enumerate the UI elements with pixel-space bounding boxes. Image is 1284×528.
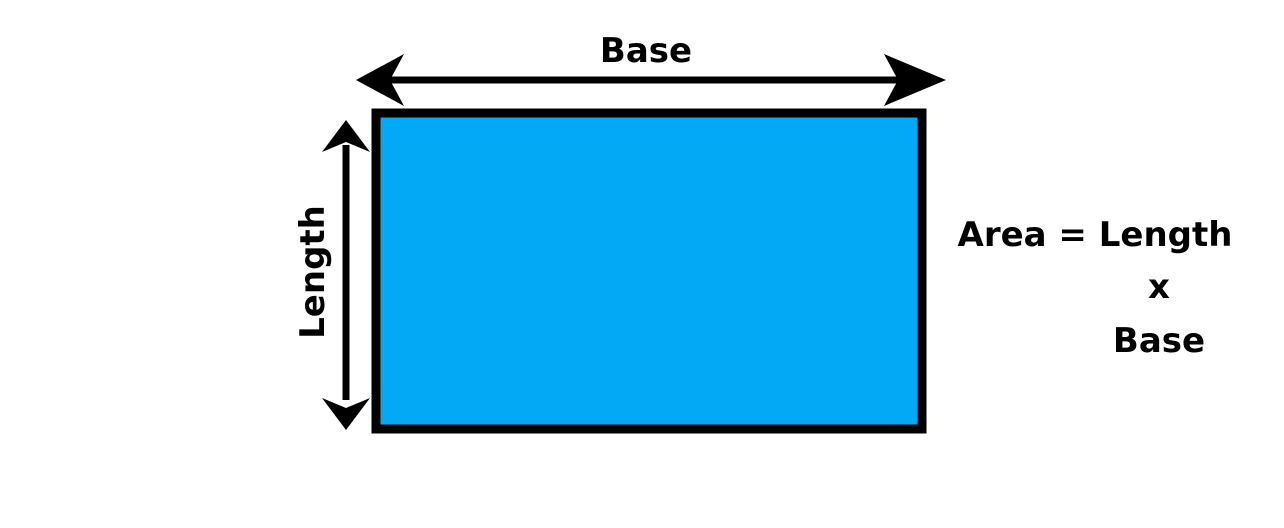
rectangle-shape [371, 108, 927, 434]
length-arrow-top-head [322, 120, 370, 152]
length-arrow-bottom-head [322, 398, 370, 430]
formula-line-3: Base [1113, 321, 1205, 361]
base-arrow-left-head [356, 54, 404, 106]
length-arrow [322, 120, 370, 430]
formula-line-2: x [1148, 267, 1170, 307]
formula-line-1: Area = Length [958, 215, 1233, 255]
base-arrow [356, 54, 946, 106]
area-formula: Area = Length x Base [958, 215, 1233, 361]
base-arrow-right-head [884, 54, 946, 106]
base-label: Base [600, 31, 692, 71]
length-label: Length [293, 205, 333, 339]
